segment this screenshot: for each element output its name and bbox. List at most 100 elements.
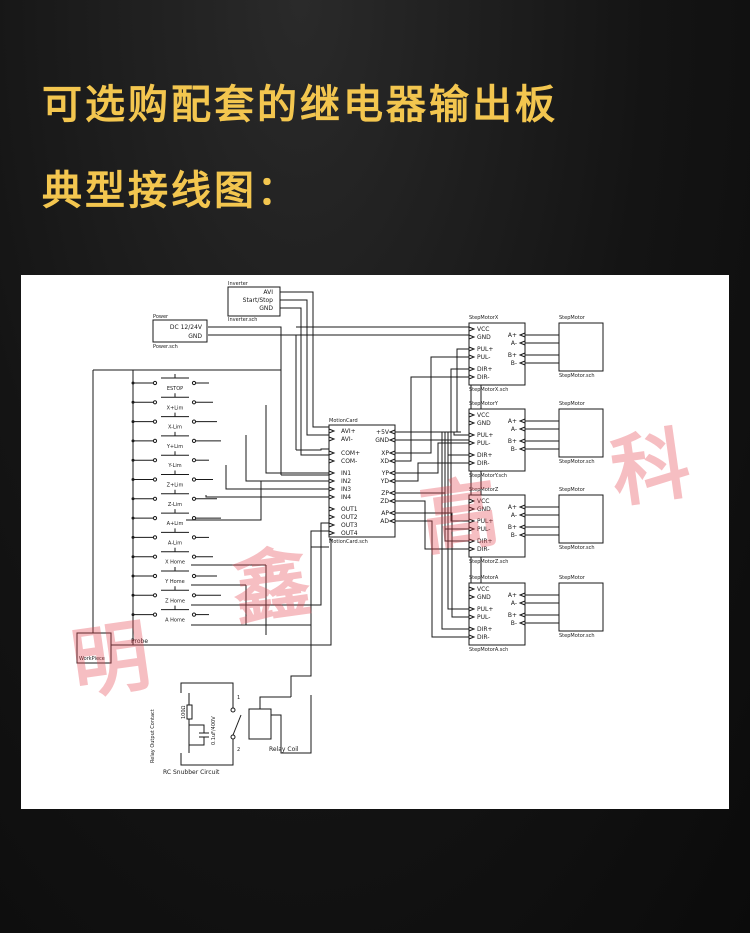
driver-in-pin-0-0: VCC (477, 326, 489, 333)
pin-arrow (468, 506, 476, 512)
capacitor-label: 0.1uF/400V (211, 716, 217, 745)
motor-name-2: StepMotor (559, 487, 586, 493)
card-right-pin-0: +5V (376, 429, 390, 436)
driver-in-pin-0-4: DIR+ (477, 366, 493, 373)
pin-arrow (468, 586, 476, 592)
pin-arrow (468, 374, 476, 380)
card-name: MotionCard (329, 418, 358, 424)
power-pin-gnd: GND (188, 333, 202, 340)
snubber-label: RC Snubber Circuit (163, 769, 220, 776)
junction (131, 593, 135, 597)
dir-plus-wire (444, 432, 469, 542)
driver-in-pin-2-4: DIR+ (477, 538, 493, 545)
motor-name-0: StepMotor (559, 315, 586, 321)
driver-out-pin-2-1: A- (511, 512, 517, 519)
power-pin-dc: DC 12/24V (170, 324, 203, 331)
driver-out-pin-1-0: A+ (508, 418, 517, 425)
switch-terminal (191, 477, 197, 482)
watermark-char-1: 明 (66, 610, 156, 711)
driver-out-pin-1-2: B+ (508, 438, 517, 445)
junction (131, 420, 135, 424)
motor-name-3: StepMotor (559, 575, 586, 581)
relay-coil-label: Relay Coil (269, 746, 299, 753)
pin-arrow (468, 440, 476, 446)
switch-terminal (152, 419, 158, 424)
switch-terminal (191, 496, 197, 501)
card-right-pin-2: XP (381, 450, 389, 457)
driver-in-pin-2-1: GND (477, 506, 491, 513)
pin-arrow (518, 532, 526, 538)
switch-label-5: Z+Lim (167, 483, 184, 489)
driver-in-pin-0-1: GND (477, 334, 491, 341)
pin-arrow (468, 626, 476, 632)
dir-wire (395, 520, 469, 638)
driver-file-3: StepMotorA.sch (469, 647, 508, 653)
motion-card-block: MotionCard AVI+AVI-COM+COM-IN1IN2IN3IN4O… (328, 418, 396, 545)
pin-arrow (328, 470, 336, 476)
switch-label-0: ESTOP (167, 386, 183, 392)
driver-in-pin-3-2: PUL+ (477, 606, 493, 613)
driver-in-pin-2-3: PUL- (477, 526, 490, 533)
pin-arrow (468, 614, 476, 620)
driver-out-pin-2-0: A+ (508, 504, 517, 511)
switch-terminal (191, 438, 197, 443)
driver-box-0 (468, 322, 526, 386)
inverter-file: Inverter.sch (228, 317, 257, 323)
switch-label-3: Y+Lim (166, 444, 183, 450)
switch-label-2: X-Lim (168, 425, 182, 431)
switch-terminal (152, 516, 158, 521)
probe-block: Probe WorkPiece (76, 632, 148, 664)
pin-arrow (468, 526, 476, 532)
driver-in-pin-1-4: DIR+ (477, 452, 493, 459)
pin-arrow (388, 429, 396, 435)
card-left-pin-0: AVI+ (341, 428, 356, 435)
pin-arrow (518, 612, 526, 618)
watermark-char-3: 高 (415, 466, 505, 567)
inverter-pin-gnd: GND (259, 305, 273, 312)
pin-arrow (328, 458, 336, 464)
motor-box-2 (558, 494, 604, 544)
driver-file-0: StepMotorX.sch (469, 387, 508, 393)
card-left-pin-4: IN1 (341, 470, 351, 477)
dir-wire (395, 500, 469, 550)
pin-arrow (468, 606, 476, 612)
pin-arrow (518, 340, 526, 346)
pin-arrow (328, 506, 336, 512)
junction (131, 458, 135, 462)
card-right-pin-6: ZP (381, 490, 389, 497)
relay-pin2: 2 (237, 747, 240, 753)
card-left-pin-5: IN2 (341, 478, 351, 485)
switch-terminal (152, 458, 158, 463)
pin-arrow (328, 514, 336, 520)
driver-in-pin-1-5: DIR- (477, 460, 489, 467)
dir-wire (395, 376, 469, 462)
wires (92, 291, 559, 766)
dir-wire (395, 462, 469, 482)
relay-contact-label: Relay Output Contact (150, 709, 156, 763)
card-left-pin-8: OUT1 (341, 506, 358, 513)
pin-arrow (518, 524, 526, 530)
pul-plus-wire (450, 432, 469, 522)
probe-label: Probe (131, 638, 148, 645)
pin-arrow (388, 450, 396, 456)
driver-in-pin-3-5: DIR- (477, 634, 489, 641)
switch-label-11: Z Home (165, 598, 185, 604)
inverter-pin-avi: AVI (263, 289, 273, 296)
pin-arrow (468, 518, 476, 524)
junction (131, 535, 135, 539)
pin-arrow (328, 478, 336, 484)
driver-name-0: StepMotorX (469, 315, 499, 321)
switch-terminal (191, 612, 197, 617)
pin-arrow (468, 538, 476, 544)
card-left-pin-1: AVI- (341, 436, 353, 443)
driver-in-pin-1-2: PUL+ (477, 432, 493, 439)
pin-arrow (518, 438, 526, 444)
switch-terminal (191, 419, 197, 424)
pin-arrow (468, 366, 476, 372)
driver-column: StepMotorXStepMotorX.schVCCGNDPUL+PUL-DI… (468, 315, 604, 653)
pin-arrow (468, 326, 476, 332)
switch-label-1: X+Lim (167, 405, 184, 411)
resistor-label: 100Ω (181, 705, 187, 719)
switch-terminal (152, 573, 158, 579)
junction (131, 613, 135, 617)
